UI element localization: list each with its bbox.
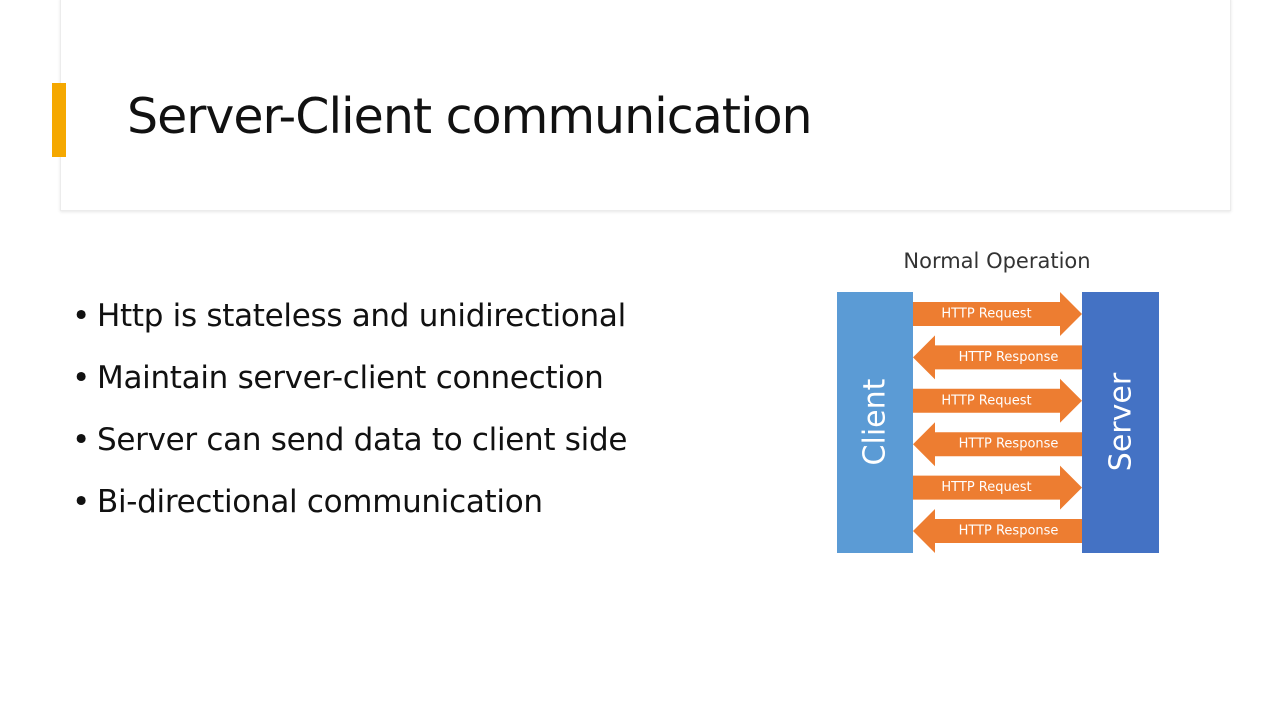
- bullet-item: •Bi-directional communication: [72, 478, 627, 540]
- message-label: HTTP Response: [959, 350, 1059, 365]
- client-server-diagram: Normal Operation Client Server HTTP Requ…: [830, 240, 1170, 564]
- title-panel: [60, 0, 1231, 211]
- request-arrow: [913, 378, 1082, 423]
- bullet-item: •Maintain server-client connection: [72, 354, 627, 416]
- title-accent-bar: [52, 83, 66, 157]
- message-label: HTTP Response: [959, 524, 1059, 539]
- bullet-dot: •: [72, 298, 90, 334]
- bullet-text: Http is stateless and unidirectional: [97, 298, 626, 334]
- bullet-text: Bi-directional communication: [97, 484, 543, 520]
- message-label: HTTP Request: [941, 307, 1031, 322]
- diagram-canvas: Normal Operation Client Server HTTP Requ…: [837, 249, 1159, 553]
- bullet-text: Maintain server-client connection: [97, 360, 604, 396]
- response-arrow: [913, 509, 1082, 553]
- bullet-item: •Http is stateless and unidirectional: [72, 292, 627, 354]
- request-arrow: [913, 465, 1082, 510]
- slide-title: Server-Client communication: [127, 88, 813, 145]
- server-label: Server: [1104, 372, 1139, 471]
- message-label: HTTP Request: [941, 393, 1031, 408]
- bullet-text: Server can send data to client side: [97, 422, 628, 458]
- request-arrow: [913, 292, 1082, 336]
- diagram-title: Normal Operation: [903, 249, 1090, 273]
- response-arrow: [913, 422, 1082, 467]
- server-box: [1082, 292, 1159, 553]
- bullet-list: •Http is stateless and unidirectional •M…: [72, 292, 627, 540]
- message-label: HTTP Response: [959, 437, 1059, 452]
- response-arrow: [913, 335, 1082, 380]
- bullet-item: •Server can send data to client side: [72, 416, 627, 478]
- client-label: Client: [858, 378, 893, 465]
- bullet-dot: •: [72, 422, 90, 458]
- bullet-dot: •: [72, 360, 90, 396]
- client-box: [837, 292, 913, 553]
- message-label: HTTP Request: [941, 480, 1031, 495]
- bullet-dot: •: [72, 484, 90, 520]
